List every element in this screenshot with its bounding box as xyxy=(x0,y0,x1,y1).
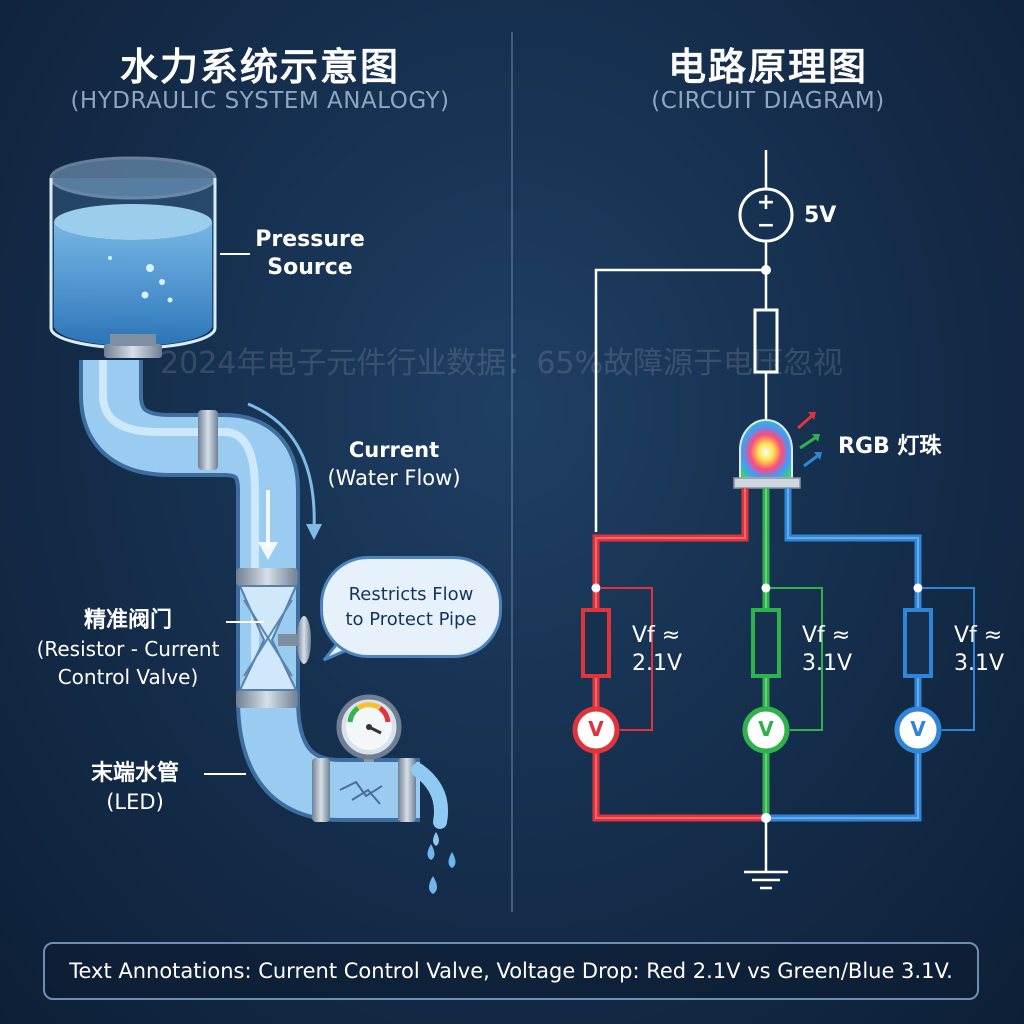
blue-voltmeter-label: V xyxy=(910,717,926,741)
blue-voltmeter-icon xyxy=(894,706,942,754)
green-branch xyxy=(751,488,823,818)
pipe-end-label: 末端水管 (LED) xyxy=(70,760,200,816)
bubble-line1: Restricts Flow xyxy=(348,584,474,605)
pressure-source-line2: Source xyxy=(267,255,353,280)
green-voltmeter-icon xyxy=(742,706,790,754)
center-divider xyxy=(511,32,513,912)
blue-vf-line1: Vf ≈ xyxy=(954,623,1003,648)
pressure-gauge xyxy=(336,694,402,762)
bubble-line2: to Protect Pipe xyxy=(345,609,477,630)
circuit-title: 电路原理图 xyxy=(667,45,868,89)
voltage-source-icon xyxy=(738,187,794,243)
water-pipe xyxy=(79,360,420,822)
red-vf-line1: Vf ≈ xyxy=(632,623,681,648)
red-branch xyxy=(581,488,766,822)
main-resistor-icon xyxy=(753,308,779,374)
source-minus: − xyxy=(756,213,776,238)
pipe-end-label-cn: 末端水管 xyxy=(90,761,179,786)
pressure-source-label: Pressure Source xyxy=(250,226,370,282)
hydraulic-subtitle: (HYDRAULIC SYSTEM ANALOGY) xyxy=(70,88,450,114)
watermark-text: 2024年电子元件行业数据：65%故障源于电压忽视 xyxy=(160,346,844,381)
current-label-line1: Current xyxy=(348,438,440,462)
red-voltmeter-icon xyxy=(572,706,620,754)
blue-vf-value: 3.1V xyxy=(954,651,1005,676)
hydraulic-title: 水力系统示意图 xyxy=(119,45,400,89)
pressure-source-line1: Pressure xyxy=(255,227,365,252)
valve-label: 精准阀门 (Resistor - Current Control Valve) xyxy=(22,607,234,691)
valve-label-line2: (Resistor - Current xyxy=(36,637,220,661)
source-plus: + xyxy=(756,190,776,215)
water-tank xyxy=(49,156,217,358)
green-vf-label: Vf ≈ 3.1V xyxy=(802,622,852,678)
pipe-end-label-en: (LED) xyxy=(106,790,164,814)
current-label: Current (Water Flow) xyxy=(316,436,472,492)
green-vf-value: 3.1V xyxy=(802,651,853,676)
blue-vf-label: Vf ≈ 3.1V xyxy=(954,622,1004,678)
red-vf-label: Vf ≈ 2.1V xyxy=(632,622,682,678)
current-arrow xyxy=(247,402,316,531)
source-voltage-label: 5V xyxy=(804,203,837,228)
blue-branch xyxy=(766,488,975,822)
ground-icon xyxy=(744,866,788,892)
restricts-flow-bubble: Restricts Flow to Protect Pipe xyxy=(320,556,502,658)
green-voltmeter-label: V xyxy=(758,717,774,741)
footer-annotation: Text Annotations: Current Control Valve,… xyxy=(43,942,979,1000)
red-vf-value: 2.1V xyxy=(632,651,683,676)
current-label-line2: (Water Flow) xyxy=(327,466,461,490)
rgb-led-icon xyxy=(733,412,822,489)
valve-label-line3: Control Valve) xyxy=(57,665,199,689)
circuit-subtitle: (CIRCUIT DIAGRAM) xyxy=(651,88,885,114)
rgb-led-label: RGB 灯珠 xyxy=(838,434,942,459)
water-drops xyxy=(411,763,456,894)
valve-label-cn: 精准阀门 xyxy=(83,608,172,633)
green-vf-line1: Vf ≈ xyxy=(802,623,851,648)
red-voltmeter-label: V xyxy=(588,717,604,741)
